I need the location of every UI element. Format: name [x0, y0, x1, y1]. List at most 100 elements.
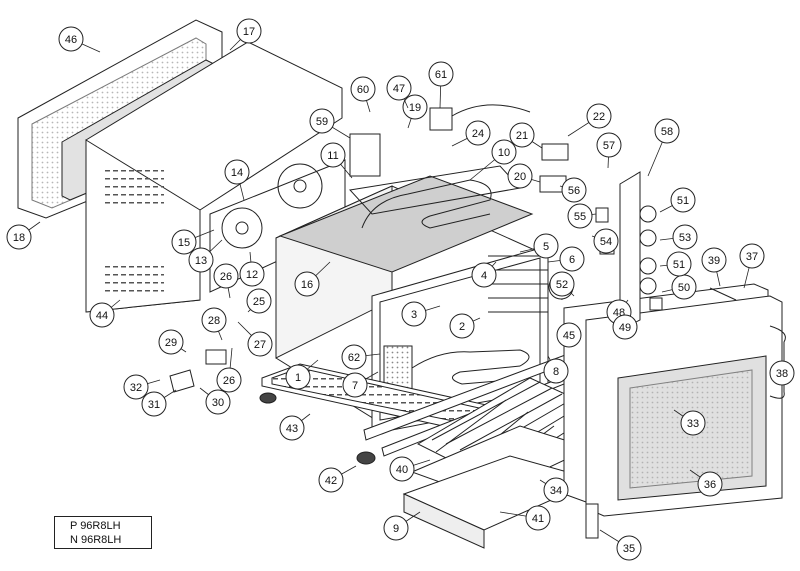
part-number-label: 53 [679, 232, 691, 244]
callout-circle [386, 75, 412, 101]
callout-circle [509, 122, 535, 148]
part-number-label: 31 [148, 399, 160, 411]
callout-circle [491, 139, 517, 165]
part-number-label: 26 [220, 271, 232, 283]
callout-circle [239, 261, 265, 287]
part-number-label: 55 [574, 211, 586, 223]
callout-circle [549, 271, 575, 297]
part-number-label: 5 [543, 241, 549, 253]
callout-circle [507, 163, 533, 189]
part-number-label: 2 [459, 321, 465, 333]
part-number-label: 44 [96, 310, 108, 322]
callout-circle [612, 314, 638, 340]
part-number-label: 50 [678, 282, 690, 294]
callout-circle [320, 142, 346, 168]
callout-circle [6, 224, 32, 250]
part-number-label: 51 [673, 259, 685, 271]
part-number-label: 56 [568, 185, 580, 197]
callout-circle [670, 187, 696, 213]
part-number-label: 30 [212, 397, 224, 409]
part-number-label: 3 [411, 309, 417, 321]
part-number-label: 13 [195, 255, 207, 267]
callout-circle [666, 251, 692, 277]
part-number-label: 40 [396, 464, 408, 476]
part-number-label: 27 [254, 339, 266, 351]
part-number-label: 9 [393, 523, 399, 535]
part-number-label: 39 [708, 255, 720, 267]
callout-circle [350, 76, 376, 102]
part-number-label: 22 [593, 111, 605, 123]
part-number-label: 36 [704, 479, 716, 491]
part-number-label: 52 [556, 279, 568, 291]
part-number-label: 58 [661, 126, 673, 138]
callout-circle [401, 301, 427, 327]
part-number-label: 8 [553, 366, 559, 378]
callout-circle [593, 228, 619, 254]
control-panel [619, 171, 657, 331]
callout-circle [123, 374, 149, 400]
part-number-label: 17 [243, 26, 255, 38]
callout-circle [383, 515, 409, 541]
callout-circle [285, 364, 311, 390]
outer-housing [85, 41, 343, 313]
oven-door [563, 283, 786, 517]
part-number-label: 57 [603, 140, 615, 152]
part-number-label: 54 [600, 236, 612, 248]
callout-circle [465, 120, 491, 146]
callout-circle [342, 372, 368, 398]
baking-trays [402, 425, 598, 549]
callout-circle [158, 329, 184, 355]
callout-circle [171, 229, 197, 255]
part-number-label: 45 [563, 330, 575, 342]
part-number-label: 28 [208, 315, 220, 327]
callout-circle [543, 477, 569, 503]
callout-circle [213, 263, 239, 289]
callout-circle [561, 177, 587, 203]
part-number-label: 51 [677, 195, 689, 207]
callout-circle [402, 94, 428, 120]
part-number-label: 38 [776, 368, 788, 380]
callout-circle [216, 367, 242, 393]
callout-circle [543, 358, 569, 384]
components [169, 104, 737, 539]
callout-circle [449, 313, 475, 339]
part-number-label: 15 [178, 237, 190, 249]
side-runners [488, 255, 548, 313]
part-number-label: 26 [223, 375, 235, 387]
part-number-label: 21 [516, 130, 528, 142]
part-number-label: 20 [514, 171, 526, 183]
model-line-1: P 96R8LH [70, 520, 121, 532]
callout-circle [294, 271, 320, 297]
callout-circle [246, 288, 272, 314]
part-number-label: 18 [13, 232, 25, 244]
part-number-label: 49 [619, 322, 631, 334]
callout-circle [596, 132, 622, 158]
callout-circle [697, 471, 723, 497]
callout-circle [236, 18, 262, 44]
part-number-label: 47 [393, 83, 405, 95]
callout-circle [680, 410, 706, 436]
model-line-2: N 96R8LH [70, 534, 122, 546]
callout-circle [556, 322, 582, 348]
callout-circle [89, 302, 115, 328]
part-number-label: 46 [65, 34, 77, 46]
part-number-label: 4 [481, 270, 487, 282]
callout-circle [188, 247, 214, 273]
part-number-label: 32 [130, 382, 142, 394]
callout-circle [201, 307, 227, 333]
part-number-label: 14 [231, 167, 243, 179]
callout-circle [224, 159, 250, 185]
part-number-label: 34 [550, 485, 562, 497]
part-number-label: 41 [532, 513, 544, 525]
callout-circle [141, 391, 167, 417]
part-number-label: 42 [325, 475, 337, 487]
callout-circle [247, 331, 273, 357]
callout-circle [389, 456, 415, 482]
callout-circle [279, 415, 305, 441]
part-number-label: 7 [352, 380, 358, 392]
callout-circle [525, 505, 551, 531]
callout-circle [769, 360, 795, 386]
callout-circle [309, 108, 335, 134]
part-number-label: 35 [623, 543, 635, 555]
callout-circle [559, 246, 585, 272]
